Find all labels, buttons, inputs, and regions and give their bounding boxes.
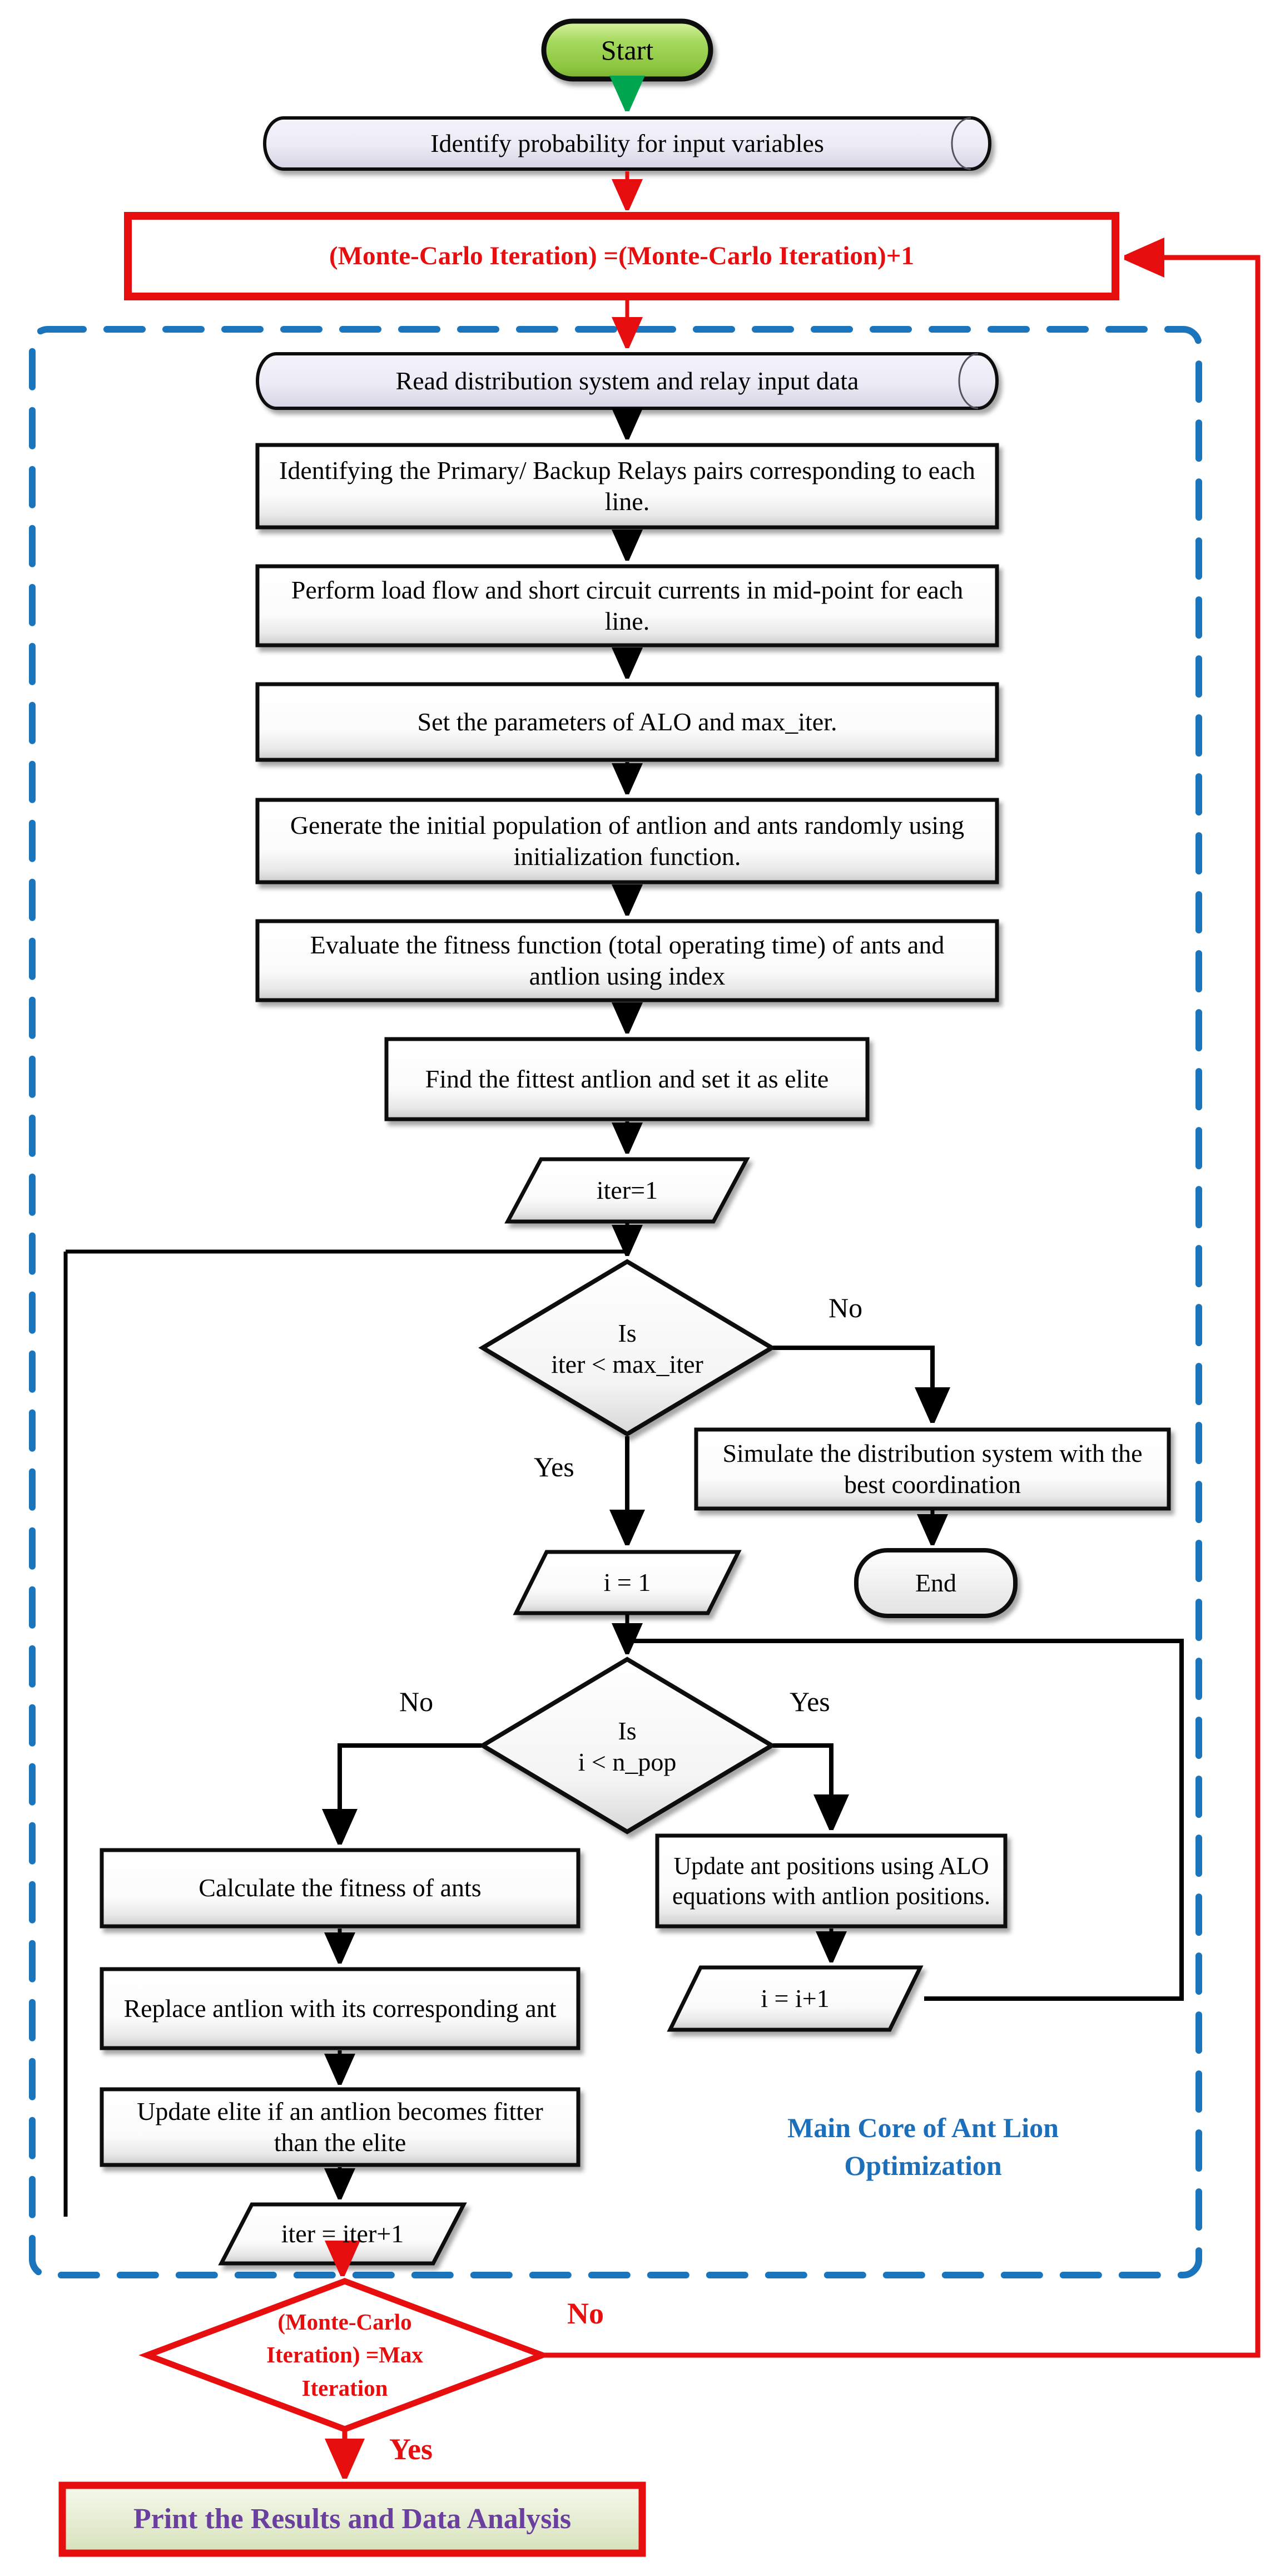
load-flow-node: Perform load flow and short circuit curr… xyxy=(274,566,980,645)
mc-check-no-label: No xyxy=(567,2297,604,2330)
edge-itercheck-no-to-simulate xyxy=(773,1346,932,1423)
mc-check-line1: (Monte-Carlo xyxy=(277,2308,412,2335)
i-check-node: Is i < n_pop xyxy=(516,1694,738,1799)
iter-init-parallelogram-shape xyxy=(504,1157,750,1224)
calc-fitness-node: Calculate the fitness of ants xyxy=(113,1850,567,1926)
evaluate-fitness-label: Evaluate the fitness function (total ope… xyxy=(310,930,945,990)
replace-antlion-node: Replace antlion with its corresponding a… xyxy=(113,1969,567,2048)
start-label: Start xyxy=(601,34,654,66)
start-terminator: Start xyxy=(544,21,711,79)
main-core-line1: Main Core of Ant Lion xyxy=(787,2112,1059,2143)
iter-increment-node: iter = iter+1 xyxy=(221,2204,464,2263)
print-results-label: Print the Results and Data Analysis xyxy=(133,2503,572,2535)
end-terminator-shape xyxy=(854,1548,1018,1618)
simulate-node: Simulate the distribution system with th… xyxy=(713,1430,1152,1509)
i-init-parallelogram-shape xyxy=(513,1550,742,1615)
replace-antlion-label: Replace antlion with its corresponding a… xyxy=(123,1994,557,2023)
set-params-label: Set the parameters of ALO and max_iter. xyxy=(417,707,837,736)
calc-fitness-label: Calculate the fitness of ants xyxy=(199,1873,482,1902)
edge-i-loop-return xyxy=(627,1639,1184,2001)
iter-increment-label: iter = iter+1 xyxy=(281,2219,404,2248)
calc-fitness-shape xyxy=(100,1848,581,1929)
iter-check-line2: iter < max_iter xyxy=(551,1350,703,1378)
find-fittest-shape xyxy=(384,1037,870,1121)
replace-antlion-shape xyxy=(100,1967,581,2050)
edge-icheck-no-to-calc xyxy=(340,1743,482,1845)
mc-check-node: (Monte-Carlo Iteration) =Max Iteration xyxy=(211,2291,478,2420)
mc-check-yes-label: Yes xyxy=(389,2432,433,2466)
mc-check-line2: Iteration) =Max xyxy=(266,2342,423,2368)
read-data-node: Read distribution system and relay input… xyxy=(276,354,978,408)
set-params-shape xyxy=(255,682,999,762)
generate-population-node: Generate the initial population of antli… xyxy=(274,800,980,882)
generate-population-shape xyxy=(255,798,999,884)
monte-carlo-increment-label: (Monte-Carlo Iteration) =(Monte-Carlo It… xyxy=(329,241,914,270)
monte-carlo-increment-shape xyxy=(124,212,1119,300)
iter-init-label: iter=1 xyxy=(596,1175,658,1204)
i-init-label: i = 1 xyxy=(603,1568,651,1596)
identify-prob-node: Identify probability for input variables xyxy=(284,118,971,169)
set-params-node: Set the parameters of ALO and max_iter. xyxy=(274,684,980,760)
identify-pairs-label: Identifying the Primary/ Backup Relays p… xyxy=(279,456,975,516)
read-data-label: Read distribution system and relay input… xyxy=(395,366,859,395)
i-check-line2: i < n_pop xyxy=(578,1748,677,1776)
main-core-annotation: Main Core of Ant Lion Optimization xyxy=(717,2109,1129,2184)
find-fittest-label: Find the fittest antlion and set it as e… xyxy=(425,1064,829,1093)
iter-init-node: iter=1 xyxy=(508,1159,747,1222)
simulate-shape xyxy=(694,1427,1171,1511)
main-core-line2: Optimization xyxy=(844,2149,1002,2181)
i-init-node: i = 1 xyxy=(516,1552,738,1613)
iter-increment-parallelogram-shape xyxy=(218,2202,467,2266)
identify-prob-label: Identify probability for input variables xyxy=(430,128,824,157)
print-results-shape xyxy=(58,2481,646,2557)
update-ants-node: Update ant positions using ALO equations… xyxy=(663,1836,1000,1926)
i-check-no-label: No xyxy=(399,1686,434,1717)
identify-pairs-node: Identifying the Primary/ Backup Relays p… xyxy=(274,445,980,527)
iter-check-diamond-shape xyxy=(478,1259,776,1437)
iter-check-no-label: No xyxy=(828,1292,863,1323)
iter-check-yes-label: Yes xyxy=(534,1451,574,1482)
load-flow-shape xyxy=(255,564,999,647)
edge-mccheck-no-return xyxy=(543,258,1261,2358)
mc-check-line3: Iteration xyxy=(301,2375,388,2401)
load-flow-label: Perform load flow and short circuit curr… xyxy=(291,575,964,635)
iter-check-node: Is iter < max_iter xyxy=(516,1296,738,1402)
i-increment-parallelogram-shape xyxy=(667,1965,924,2032)
update-elite-node: Update elite if an antlion becomes fitte… xyxy=(113,2089,567,2165)
update-elite-shape xyxy=(100,2087,581,2167)
i-check-yes-label: Yes xyxy=(790,1686,830,1717)
monte-carlo-increment-node: (Monte-Carlo Iteration) =(Monte-Carlo It… xyxy=(139,216,1104,296)
end-label: End xyxy=(915,1568,957,1597)
update-ants-label: Update ant positions using ALO equations… xyxy=(672,1852,990,1910)
simulate-label: Simulate the distribution system with th… xyxy=(722,1438,1143,1499)
generate-population-label: Generate the initial population of antli… xyxy=(290,810,965,871)
find-fittest-node: Find the fittest antlion and set it as e… xyxy=(398,1039,856,1119)
mc-check-diamond-shape xyxy=(138,2278,551,2432)
print-results-node: Print the Results and Data Analysis xyxy=(73,2485,631,2553)
identify-pairs-shape xyxy=(255,443,999,530)
i-increment-label: i = i+1 xyxy=(761,1984,830,2013)
end-terminator: End xyxy=(856,1550,1015,1616)
evaluate-fitness-node: Evaluate the fitness function (total ope… xyxy=(274,921,980,1000)
identify-prob-cylinder-rim xyxy=(951,117,971,170)
read-data-cylinder-rim xyxy=(958,353,979,409)
i-check-line1: Is xyxy=(618,1716,637,1745)
iter-check-line1: Is xyxy=(618,1318,637,1347)
edge-icheck-yes-to-updateants xyxy=(773,1743,831,1830)
i-increment-node: i = i+1 xyxy=(670,1967,920,2030)
update-elite-label: Update elite if an antlion becomes fitte… xyxy=(137,2097,543,2157)
i-check-diamond-shape xyxy=(478,1657,776,1835)
update-ants-shape xyxy=(655,1833,1008,1929)
evaluate-fitness-shape xyxy=(255,919,999,1002)
